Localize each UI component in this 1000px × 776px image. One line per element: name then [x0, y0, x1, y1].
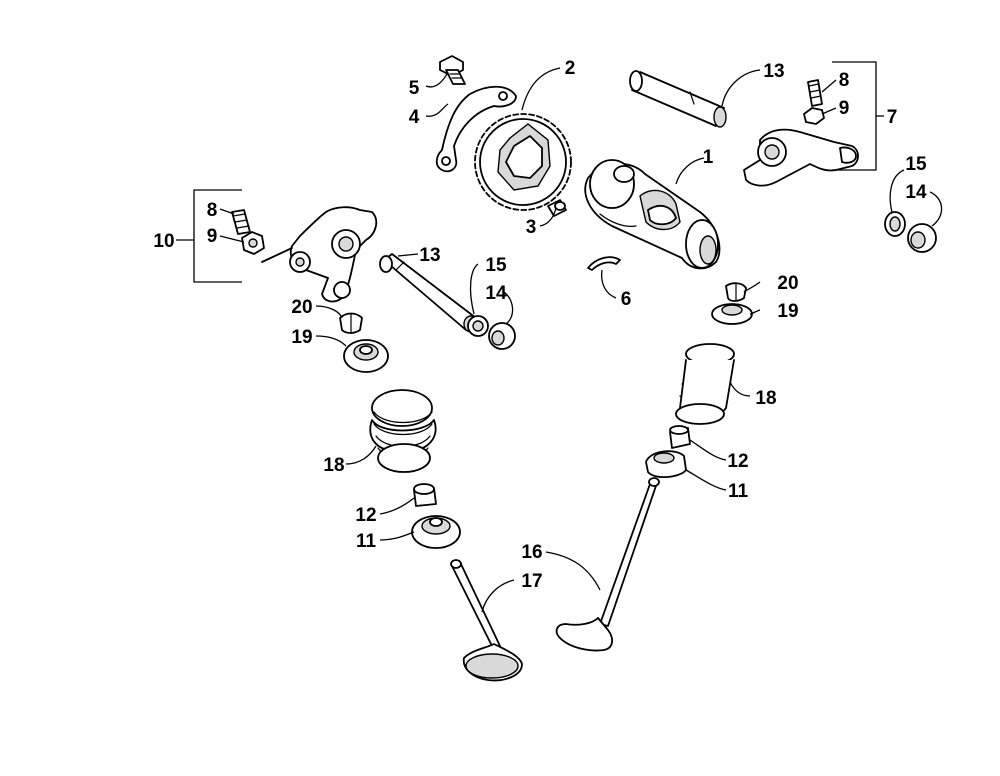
callout-19-right: 19 [777, 301, 798, 322]
part-stem-seal-12-right [669, 425, 691, 449]
part-cap-14-right [907, 223, 937, 253]
callout-8-left: 8 [207, 200, 218, 221]
callout-15-right: 15 [905, 154, 927, 175]
callout-20-left: 20 [291, 297, 312, 318]
part-seal-15-mid [467, 315, 489, 337]
part-camshaft-1 [584, 159, 721, 270]
leader-lines [219, 67, 943, 613]
callout-15-mid: 15 [485, 255, 507, 276]
part-spring-seat-11-left [411, 515, 461, 549]
part-valve-spring-18-left [369, 389, 437, 473]
callout-17: 17 [521, 571, 542, 592]
part-spring-seat-11-right [645, 450, 687, 478]
part-retainer-19-right [711, 303, 753, 325]
part-rocker-arm-7 [743, 128, 859, 187]
callout-13-top: 13 [763, 61, 784, 82]
part-dowel-pin-3 [547, 199, 567, 217]
callout-8-right: 8 [839, 70, 850, 91]
callout-12-left: 12 [355, 505, 376, 526]
callout-18-left: 18 [323, 455, 344, 476]
callout-9-left: 9 [207, 226, 218, 247]
callout-4: 4 [409, 107, 420, 128]
callout-19-left: 19 [291, 327, 312, 348]
callout-11-left: 11 [356, 531, 377, 552]
part-seal-15-right [884, 211, 906, 237]
part-adjuster-screw-8-right [807, 79, 823, 107]
part-stem-seal-12-left [413, 483, 437, 507]
callout-16: 16 [521, 542, 542, 563]
callout-20-right: 20 [777, 273, 798, 294]
callout-1: 1 [703, 147, 714, 168]
callout-18-right: 18 [755, 388, 776, 409]
part-retainer-19-left [343, 339, 389, 373]
part-rocker-arm-10 [261, 206, 378, 303]
part-circlip-6 [587, 256, 621, 271]
callout-numbers: 1 2 3 4 5 6 7 8 9 8 9 10 11 11 12 12 13 … [153, 58, 927, 592]
callout-9-right: 9 [839, 98, 850, 119]
callout-13-mid: 13 [419, 245, 440, 266]
bracket-left-assembly [176, 189, 242, 283]
part-cap-14-mid [488, 322, 516, 350]
part-keepers-20-left [339, 312, 363, 334]
part-adjuster-screw-8-left [231, 209, 251, 235]
callout-3: 3 [526, 217, 537, 238]
part-guide-plate-4 [435, 85, 517, 173]
part-locknut-9-left [241, 231, 265, 255]
callout-14-right: 14 [905, 182, 927, 203]
callout-6: 6 [621, 289, 632, 310]
part-bolt-5 [439, 55, 466, 85]
part-valve-16 [555, 477, 660, 652]
part-valve-17 [450, 559, 523, 682]
part-rocker-shaft-13-top [629, 70, 727, 128]
callout-2: 2 [565, 58, 576, 79]
part-keepers-20-right [725, 282, 747, 302]
bracket-right-assembly [832, 61, 884, 171]
part-cam-sprocket-2 [474, 113, 572, 211]
part-valve-spring-18-right [675, 343, 735, 425]
callout-12-right: 12 [727, 451, 748, 472]
part-locknut-9-right [803, 107, 825, 125]
callout-11-right: 11 [728, 481, 749, 502]
callout-14-mid: 14 [485, 283, 507, 304]
callout-7: 7 [887, 107, 898, 128]
callout-5: 5 [409, 78, 420, 99]
callout-10: 10 [153, 231, 174, 252]
